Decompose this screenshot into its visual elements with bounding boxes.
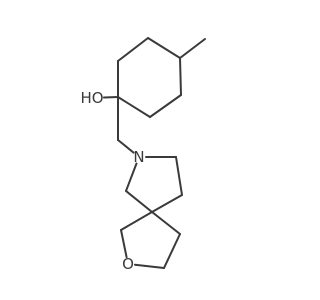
labels-group: HO N O xyxy=(80,89,144,273)
bond-c_ring_top-c_methyl_bearing xyxy=(147,37,181,59)
bond-c_methyl_bearing-c_ring_right_lower xyxy=(179,57,182,96)
bond-c_spiro-c_pyr_left xyxy=(125,190,153,213)
bond-c_thf_right-c_spiro xyxy=(151,211,181,235)
atom-label-n-pyrrolidine: N xyxy=(133,148,144,166)
bond-c_thf_left-o_ring xyxy=(120,229,128,259)
atom-label-o-hydroxyl: HO xyxy=(80,89,103,107)
bond-c_pyr_bottom_right-c_spiro xyxy=(151,194,183,213)
bond-c_methyl_bearing-c_methyl xyxy=(179,38,206,59)
atom-label-o-ring: O xyxy=(122,255,134,273)
bond-c_ring_bottom-c_quaternary xyxy=(117,96,151,118)
bond-c_ring_left_upper-c_ring_top xyxy=(117,37,149,62)
bond-c_pyr_left-n_pyrrolidine xyxy=(125,162,138,192)
bond-c_quaternary-o_hydroxyl xyxy=(102,96,119,99)
bonds-group xyxy=(102,37,206,269)
bond-c_ring_right_lower-c_ring_bottom xyxy=(149,94,182,118)
molecule-diagram: HO N O xyxy=(80,37,206,273)
bond-c_pyr_right-c_pyr_bottom_right xyxy=(175,156,183,196)
bond-c_spiro-c_thf_left xyxy=(120,211,153,231)
bond-o_ring-c_thf_bottom xyxy=(133,263,165,269)
bond-c_methylene-n_pyrrolidine xyxy=(117,139,135,154)
bond-c_thf_bottom-c_thf_right xyxy=(163,233,181,269)
